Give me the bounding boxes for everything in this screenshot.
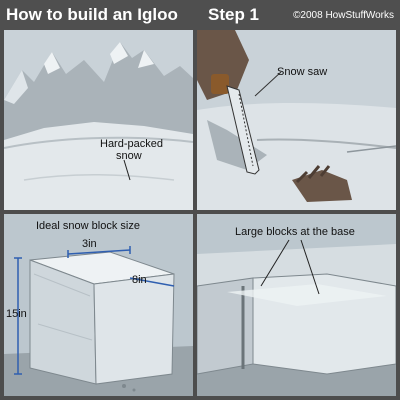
copyright-text: ©2008 HowStuffWorks [293, 10, 394, 21]
panel-block-size: Ideal snow block size 3in 8in 15in [4, 214, 193, 396]
large-blocks-illustration [197, 214, 396, 396]
block-width-label: 3in [82, 238, 97, 250]
hard-packed-label-line2: snow [116, 150, 142, 162]
block-size-illustration [4, 214, 193, 396]
mountain-illustration [4, 30, 193, 210]
page-title: How to build an Igloo [6, 5, 178, 24]
panel-large-blocks: Large blocks at the base [197, 214, 396, 396]
block-depth-label: 8in [132, 274, 147, 286]
panel-snow-saw: Snow saw [197, 30, 396, 210]
large-blocks-label: Large blocks at the base [235, 226, 355, 238]
snow-saw-label: Snow saw [277, 66, 328, 78]
snow-saw-illustration [197, 30, 396, 210]
block-height-label: 15in [6, 308, 27, 320]
panel-hard-packed-snow: Hard-packed snow [4, 30, 193, 210]
block-size-title: Ideal snow block size [36, 220, 140, 232]
hard-packed-label-line1: Hard-packed [100, 138, 163, 150]
header-bar: How to build an Igloo Step 1 ©2008 HowSt… [0, 0, 400, 30]
step-label: Step 1 [208, 5, 260, 24]
